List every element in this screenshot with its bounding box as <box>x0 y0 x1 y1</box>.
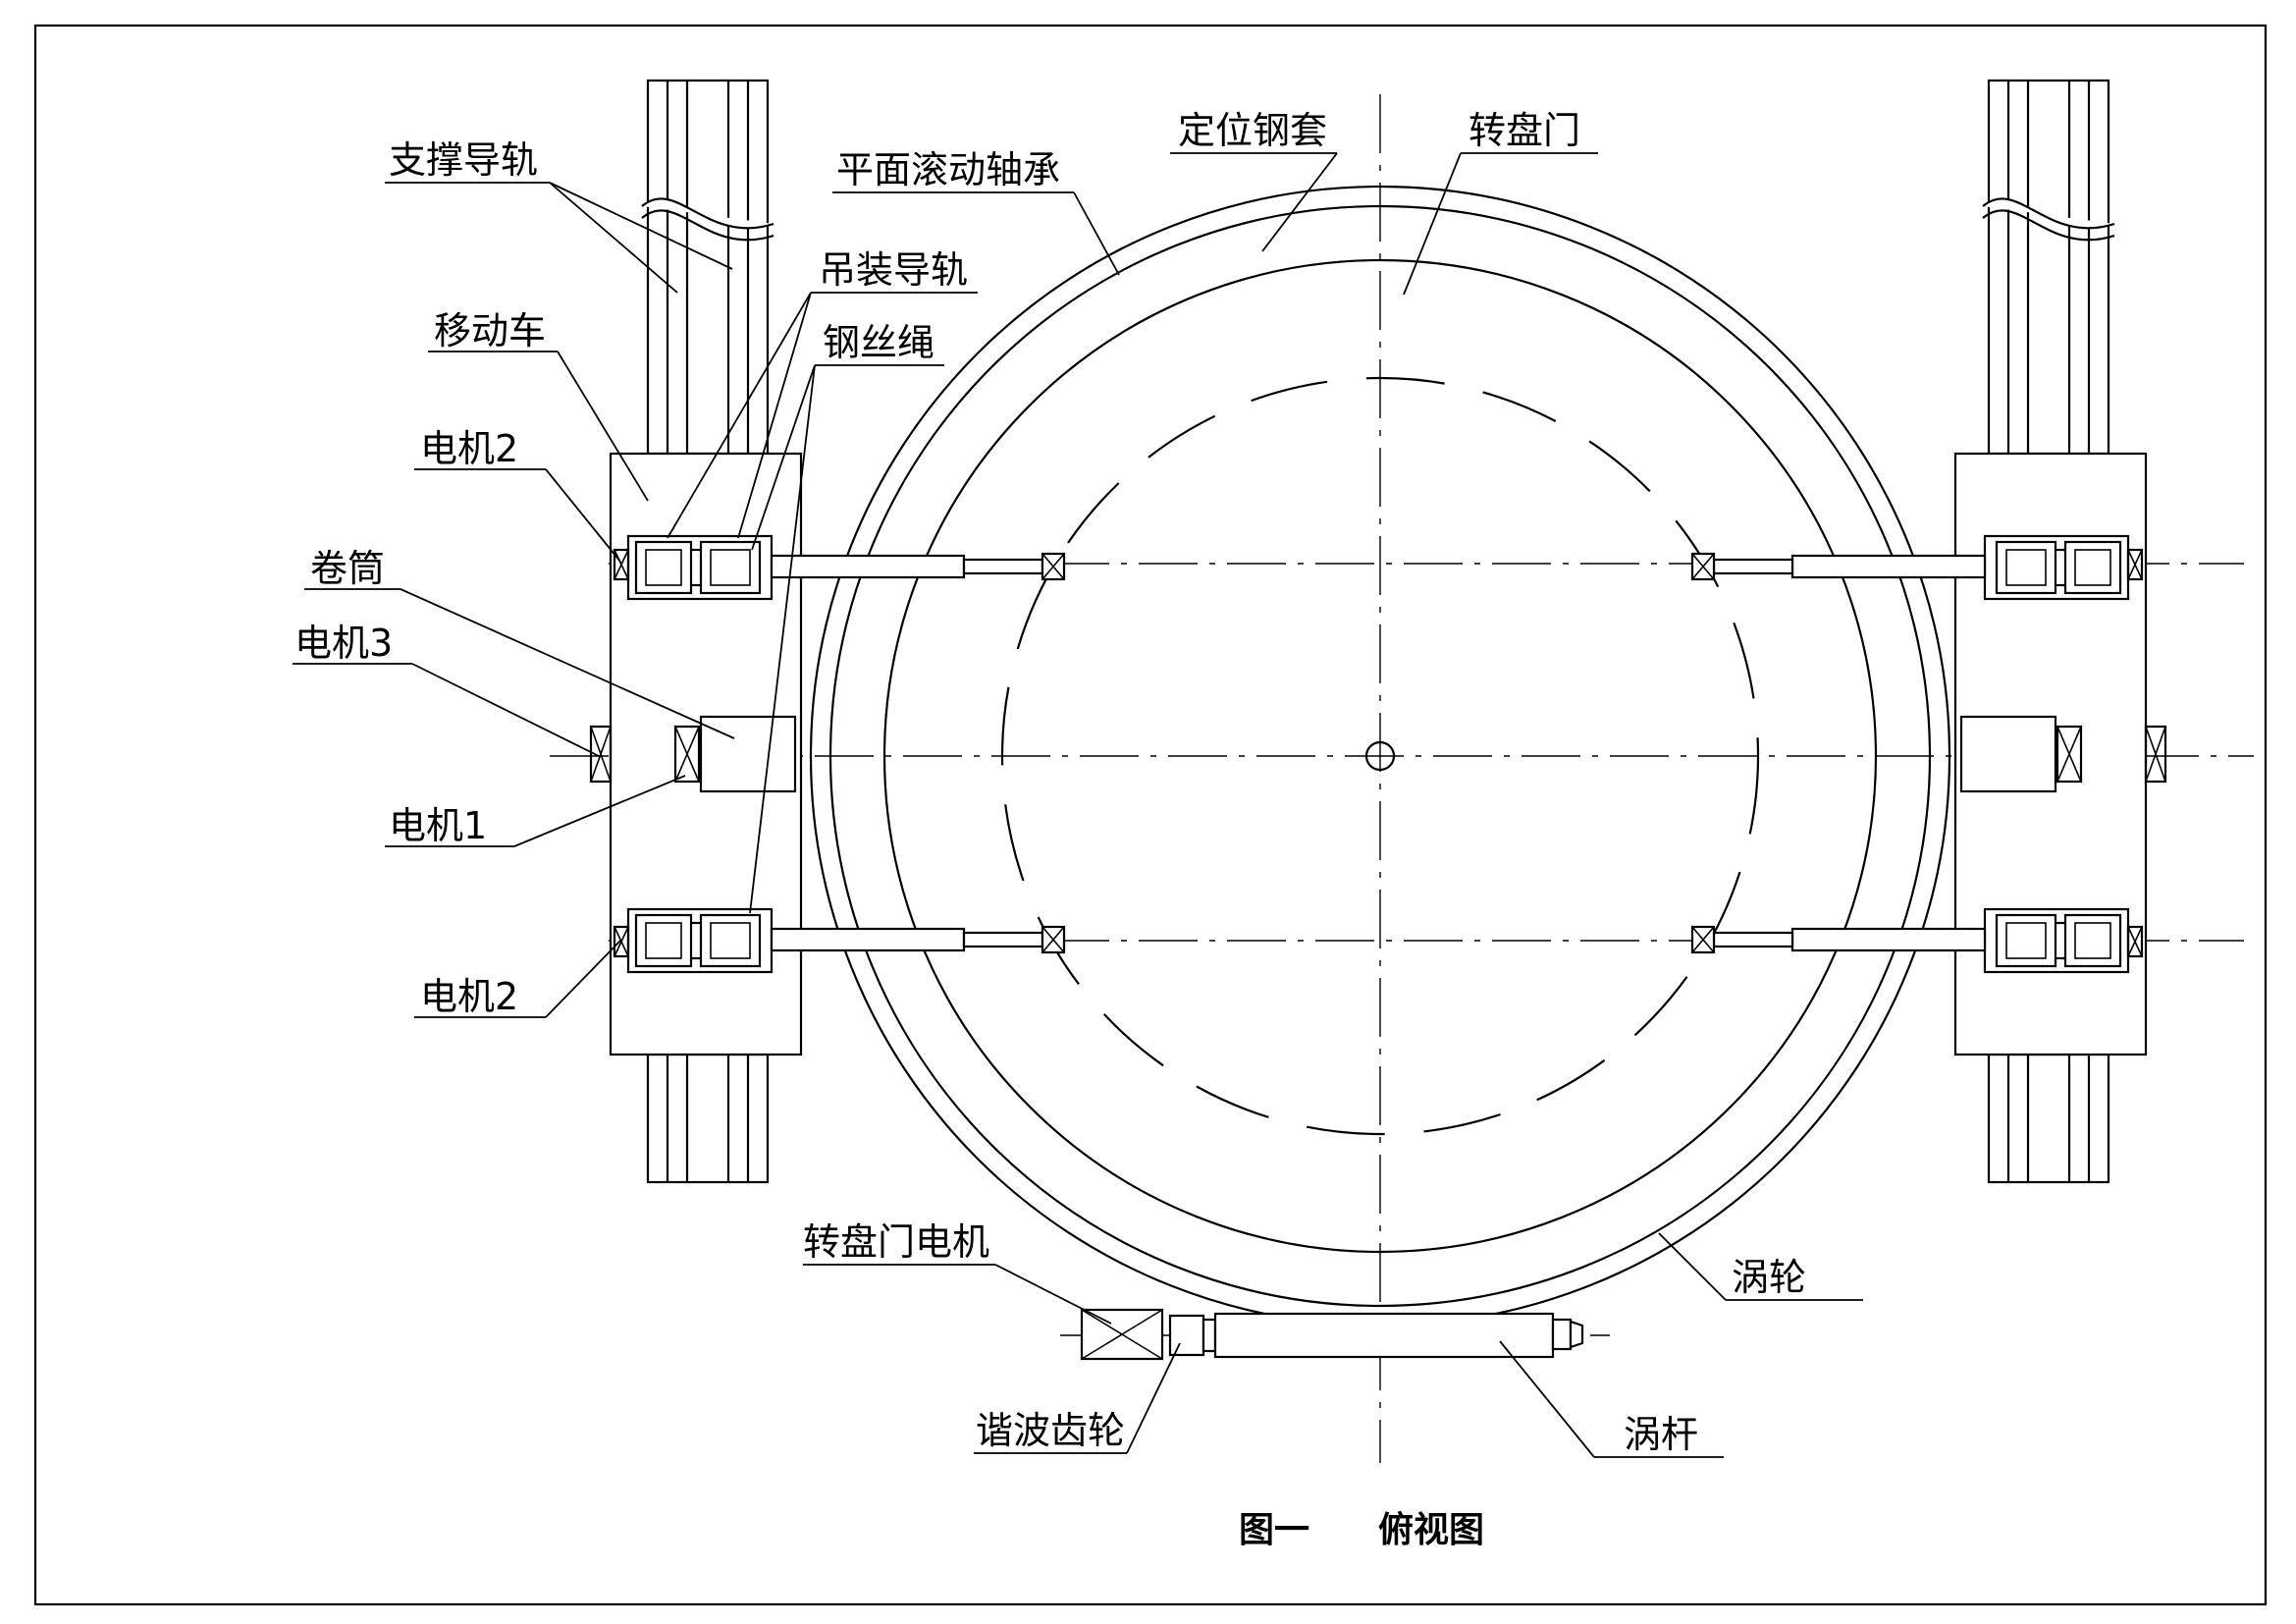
label-turntable-door: 转盘门 <box>1468 109 1580 152</box>
caption-view-name: 俯视图 <box>1378 1510 1484 1550</box>
label-motor2-bottom: 电机2 <box>420 975 518 1018</box>
label-door-motor: 转盘门电机 <box>803 1220 989 1264</box>
label-motor2-top: 电机2 <box>420 427 518 470</box>
label-moving-cart: 移动车 <box>434 309 546 352</box>
label-plane-bearing: 平面滚动轴承 <box>836 148 1060 191</box>
worm-drive <box>1060 1308 1610 1361</box>
label-worm-wheel: 涡轮 <box>1732 1256 1806 1299</box>
left-moving-cart <box>589 452 1066 1056</box>
caption-figure-number: 图一 <box>1239 1510 1309 1550</box>
center-pivot <box>1364 740 1396 772</box>
labels: 支撑导轨 移动车 电机2 卷筒 电机3 电机1 电机2 吊装导轨 钢丝绳 平面滚… <box>294 109 1806 1456</box>
label-motor1: 电机1 <box>389 804 487 847</box>
label-motor3: 电机3 <box>294 622 393 665</box>
label-worm: 涡杆 <box>1624 1413 1698 1456</box>
label-drum: 卷筒 <box>310 547 385 590</box>
label-wire-rope: 钢丝绳 <box>823 321 934 364</box>
figure-caption: 图一 俯视图 <box>1239 1510 1484 1550</box>
right-moving-cart <box>1690 452 2167 1056</box>
label-hoist-rail: 吊装导轨 <box>819 248 968 292</box>
leader-lines <box>293 152 1863 1458</box>
label-harmonic-gear: 谐波齿轮 <box>976 1409 1125 1452</box>
label-steel-sleeve: 定位钢套 <box>1178 109 1327 152</box>
label-support-rail: 支撑导轨 <box>389 138 538 182</box>
drawing-frame <box>33 24 2268 1606</box>
